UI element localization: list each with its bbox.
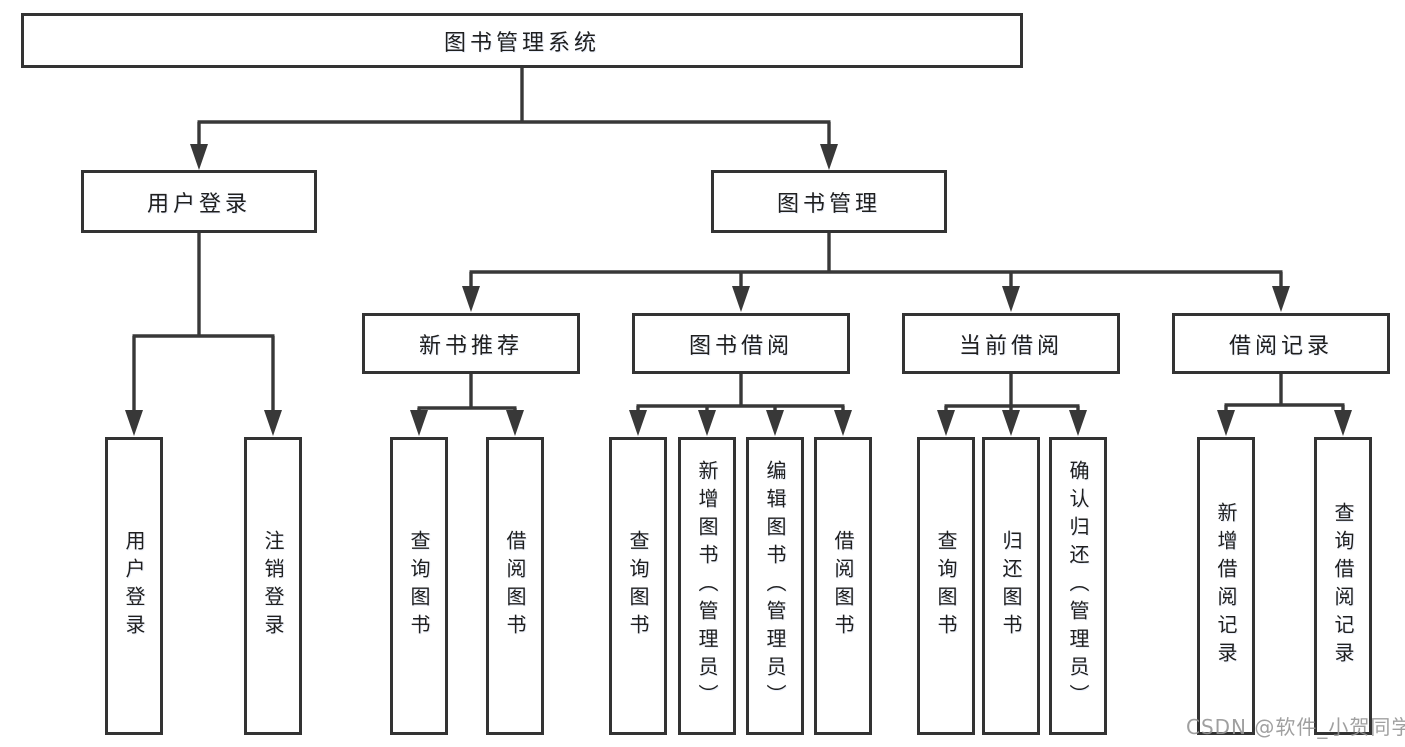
edge-bookmgmt-to-level3: [462, 233, 1290, 312]
leaf-record-query-label: 查询借阅记录: [1331, 502, 1355, 670]
leaf-newbook-borrow-label: 借阅图书: [503, 530, 527, 642]
leaf-current-query: 查询图书: [917, 437, 975, 735]
node-new-book-recommend: 新书推荐: [362, 313, 580, 374]
leaf-record-query: 查询借阅记录: [1314, 437, 1372, 735]
node-new-book-recommend-label: 新书推荐: [418, 333, 523, 359]
leaf-record-add: 新增借阅记录: [1197, 437, 1255, 735]
edge-bookborrow-to-leaves: [629, 374, 852, 436]
node-borrow-record-label: 借阅记录: [1228, 333, 1333, 359]
leaf-borrow-book: 借阅图书: [814, 437, 872, 735]
leaf-newbook-borrow: 借阅图书: [486, 437, 544, 735]
leaf-borrow-edit-admin: 编辑图书（管理员）: [746, 437, 804, 735]
leaf-borrow-query: 查询图书: [609, 437, 667, 735]
edge-userlogin-to-leaves: [125, 233, 282, 436]
leaf-confirm-return-admin: 确认归还（管理员）: [1049, 437, 1107, 735]
leaf-user-login: 用户登录: [105, 437, 163, 735]
leaf-confirm-return-admin-label: 确认归还（管理员）: [1066, 460, 1090, 712]
edge-borrowrecord-to-leaves: [1217, 374, 1352, 436]
node-book-borrow-label: 图书借阅: [688, 333, 793, 359]
node-book-management-label: 图书管理: [776, 191, 881, 217]
edge-currentborrow-to-leaves: [937, 374, 1087, 436]
leaf-current-query-label: 查询图书: [934, 530, 958, 642]
leaf-borrow-edit-admin-label: 编辑图书（管理员）: [763, 460, 787, 712]
node-root-label: 图书管理系统: [443, 30, 600, 56]
leaf-newbook-query: 查询图书: [390, 437, 448, 735]
node-user-login-label: 用户登录: [146, 191, 251, 217]
leaf-newbook-query-label: 查询图书: [407, 530, 431, 642]
leaf-borrow-add-admin-label: 新增图书（管理员）: [695, 460, 719, 712]
leaf-borrow-query-label: 查询图书: [626, 530, 650, 642]
leaf-borrow-add-admin: 新增图书（管理员）: [678, 437, 736, 735]
leaf-record-add-label: 新增借阅记录: [1214, 502, 1238, 670]
node-book-borrow: 图书借阅: [632, 313, 850, 374]
leaf-user-login-label: 用户登录: [122, 530, 146, 642]
node-current-borrow: 当前借阅: [902, 313, 1120, 374]
leaf-borrow-book-label: 借阅图书: [831, 530, 855, 642]
node-current-borrow-label: 当前借阅: [958, 333, 1063, 359]
leaf-logout-label: 注销登录: [261, 530, 285, 642]
node-borrow-record: 借阅记录: [1172, 313, 1390, 374]
leaf-return-book: 归还图书: [982, 437, 1040, 735]
node-book-management: 图书管理: [711, 170, 947, 233]
edge-newbook-to-leaves: [410, 374, 524, 436]
leaf-return-book-label: 归还图书: [999, 530, 1023, 642]
node-user-login: 用户登录: [81, 170, 317, 233]
node-root-system: 图书管理系统: [21, 13, 1023, 68]
csdn-watermark: CSDN @软件_小贺同学: [1186, 715, 1405, 739]
leaf-logout: 注销登录: [244, 437, 302, 735]
edge-root-to-level2: [190, 68, 838, 170]
